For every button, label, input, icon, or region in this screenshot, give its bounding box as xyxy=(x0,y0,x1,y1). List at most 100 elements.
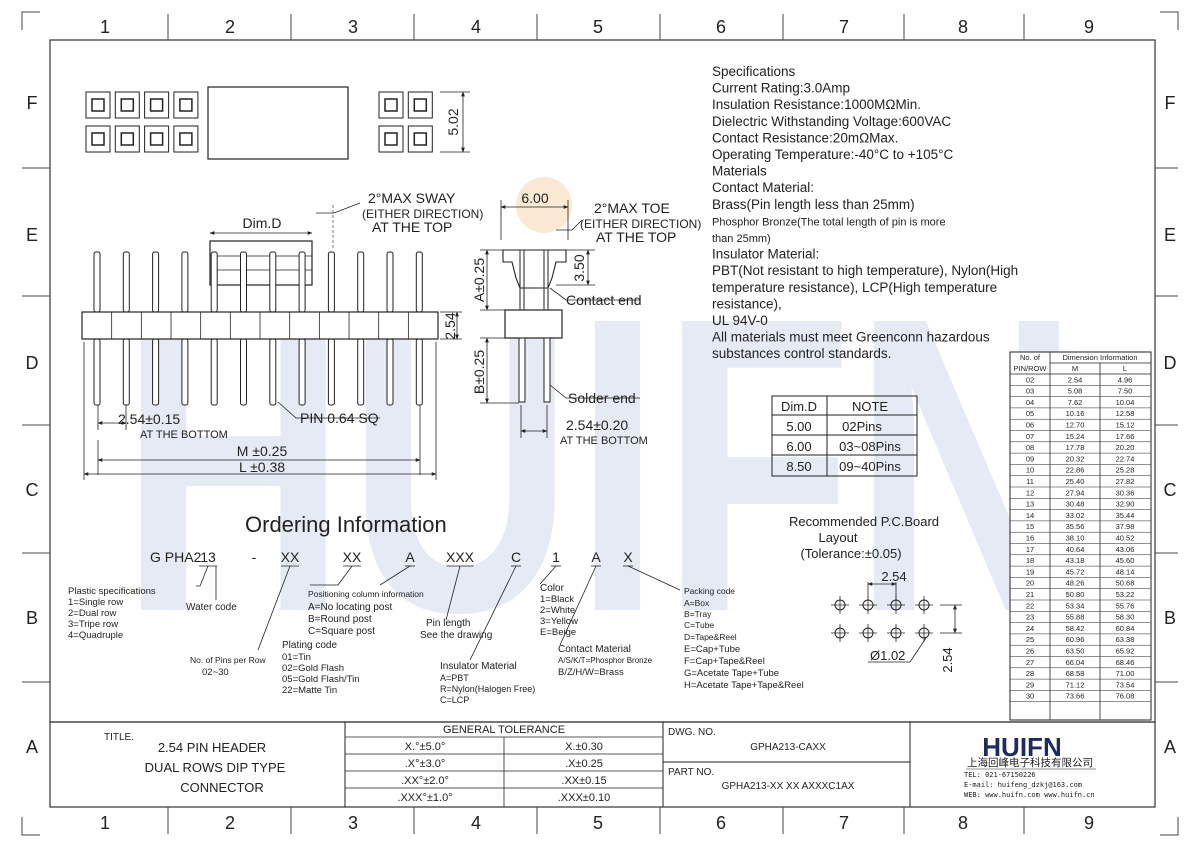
tolerance-linear: .XX±0.15 xyxy=(561,775,606,787)
side-pin-right xyxy=(543,337,551,403)
dim-info-l: 68.46 xyxy=(1116,658,1135,667)
front-pin-top xyxy=(181,251,189,313)
dim-info-l: 60.84 xyxy=(1116,624,1135,633)
dim-note-header-dim: Dim.D xyxy=(781,399,817,414)
dim-info-pins: 18 xyxy=(1026,556,1034,565)
dim-note-cell: 5.00 xyxy=(786,419,811,434)
tolerance-angle: .X°±3.0° xyxy=(405,758,446,770)
dim-info-l: 7.50 xyxy=(1118,387,1133,396)
tolerance-angle: .XX°±2.0° xyxy=(401,775,449,787)
dim-info-m: 50.80 xyxy=(1066,590,1085,599)
top-view-cell xyxy=(144,125,170,153)
company-web: WEB: www.huifn.com www.huifn.cn xyxy=(964,791,1095,799)
insulator-2: R=Nylon(Halogen Free) xyxy=(440,684,535,694)
grid-row-label: A xyxy=(1164,737,1176,757)
side-pin-left xyxy=(518,337,526,403)
front-pin-bottom xyxy=(122,338,130,406)
dim-info-header-l: L xyxy=(1123,364,1127,373)
dim-info-m: 63.50 xyxy=(1066,647,1085,656)
company-name: 上海回峰电子科技有限公司 xyxy=(967,756,1093,769)
plating-1: 01=Tin xyxy=(282,652,311,663)
grid-row-label: D xyxy=(26,353,39,373)
dim-info-pins: 27 xyxy=(1026,658,1034,667)
pcb-hole-dia: Ø1.02 xyxy=(870,648,905,663)
grid-column-label: 1 xyxy=(100,17,110,37)
dim-info-pins: 26 xyxy=(1026,647,1034,656)
top-view-pin xyxy=(120,98,135,112)
water-code: Water code xyxy=(186,602,237,613)
dim-info-header-m: M xyxy=(1072,364,1078,373)
grid-column-label: 8 xyxy=(958,813,968,833)
top-view-pin xyxy=(413,132,428,146)
top-view-cell xyxy=(114,125,140,153)
top-view-pin xyxy=(179,98,193,112)
packing-2: B=Tray xyxy=(684,609,712,619)
plating-4: 22=Matte Tin xyxy=(282,685,337,696)
dim-info-pins: 30 xyxy=(1026,692,1034,701)
contact-0: Contact Material xyxy=(558,644,631,655)
dim-info-pins: 16 xyxy=(1026,534,1034,543)
top-view-cell xyxy=(114,91,140,119)
plating-2: 02=Gold Flash xyxy=(282,663,344,674)
dim-info-m: 10.16 xyxy=(1066,409,1085,418)
insulator-1: A=PBT xyxy=(440,673,469,683)
dim-info-l: 73.54 xyxy=(1116,680,1135,689)
contact-2: B/Z/H/W=Brass xyxy=(558,667,624,678)
pcb-title-2: Layout xyxy=(818,530,857,545)
top-view-cell xyxy=(173,91,199,119)
dim-info-l: 37.98 xyxy=(1116,522,1135,531)
grid-column-label: 1 xyxy=(100,813,110,833)
spec-line: UL 94V-0 xyxy=(712,313,768,328)
top-view: 5.02 xyxy=(85,86,470,160)
m-dimension: M ±0.25 xyxy=(237,443,288,459)
grid-column-label: 7 xyxy=(839,17,849,37)
side-width-dim: 6.00 xyxy=(521,190,548,206)
grid-row-label: C xyxy=(1164,480,1177,500)
spec-line: Materials xyxy=(712,164,767,179)
ordering-code-segment: C xyxy=(511,549,521,565)
front-pin-top xyxy=(93,251,101,313)
packing-1: A=Box xyxy=(684,598,710,608)
front-pin-bottom xyxy=(93,338,101,406)
dim-info-pins: 19 xyxy=(1026,567,1034,576)
dim-info-m: 22.86 xyxy=(1066,466,1085,475)
inner-border xyxy=(49,39,1156,808)
grid-column-label: 2 xyxy=(225,813,235,833)
top-view-cell xyxy=(173,125,199,153)
top-view-cell xyxy=(85,91,111,119)
dim-info-l: 15.12 xyxy=(1116,421,1135,430)
company-email: E-mail: huifeng_dzkj@163.com xyxy=(964,781,1082,789)
top-view-cell xyxy=(85,125,111,153)
grid-column-label: 4 xyxy=(471,17,481,37)
ordering-code-segment: XX xyxy=(281,549,300,565)
tolerance-linear: X.±0.30 xyxy=(565,741,603,753)
front-pin-top xyxy=(357,251,365,313)
company-tel: TEL: 021-67150226 xyxy=(964,771,1036,779)
dim-info-m: 43.18 xyxy=(1066,556,1085,565)
front-pin-top xyxy=(386,251,394,313)
dim-info-pins: 25 xyxy=(1026,635,1034,644)
dimension-information-table: No. of PIN/ROW Dimension Information M L… xyxy=(1009,351,1152,721)
packing-0: Packing code xyxy=(684,586,735,596)
toe-note-2: (EITHER DIRECTION) xyxy=(580,217,701,231)
dim-info-m: 73.66 xyxy=(1066,692,1085,701)
spec-line: Brass(Pin length less than 25mm) xyxy=(712,197,915,212)
spec-line: Insulation Resistance:1000MΩMin. xyxy=(712,97,921,112)
dim-info-pins: 22 xyxy=(1026,601,1034,610)
dim-info-pins: 05 xyxy=(1026,409,1034,418)
height-350-dim: 3.50 xyxy=(571,254,587,281)
tolerance-cells: X.°±5.0°X.±0.30.X°±3.0°.X±0.25.XX°±2.0°.… xyxy=(397,741,610,804)
front-pin-bottom xyxy=(386,338,394,406)
sway-note-2: (EITHER DIRECTION) xyxy=(362,207,483,221)
dim-info-pins: 10 xyxy=(1026,466,1034,475)
dim-info-l: 40.52 xyxy=(1116,534,1135,543)
front-pin-bottom xyxy=(327,338,335,406)
dim-info-pins: 06 xyxy=(1026,421,1034,430)
front-pin-bottom xyxy=(298,338,306,406)
top-view-body xyxy=(207,86,349,160)
top-view-pin xyxy=(384,132,398,146)
part-no-label: PART NO. xyxy=(668,767,714,778)
contact-1: A/S/K/T=Phosphor Bronze xyxy=(558,656,653,665)
pitch-bottom-dim: 2.54±0.15 xyxy=(118,411,180,427)
